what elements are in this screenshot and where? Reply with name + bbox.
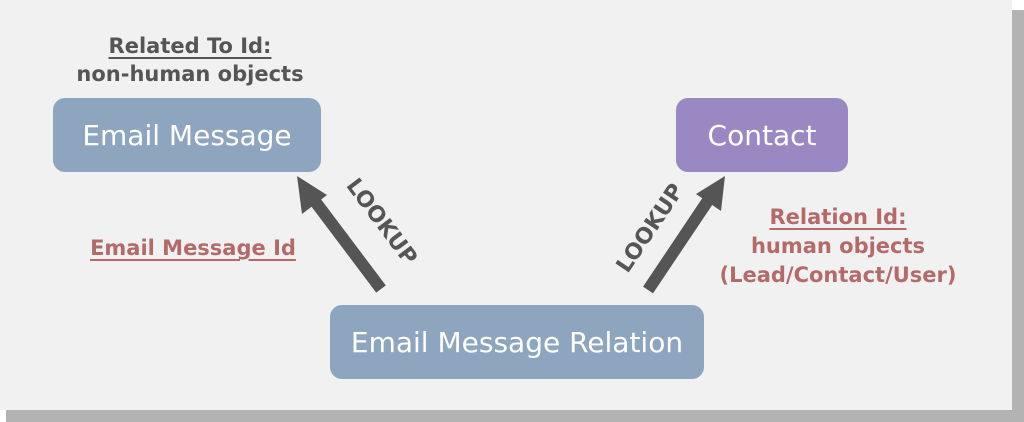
relation-id-line2: human objects xyxy=(750,234,926,258)
relation-id-line3: (Lead/Contact/User) xyxy=(719,263,957,287)
email-message-label: Email Message xyxy=(82,118,292,152)
email-message-relation-box: Email Message Relation xyxy=(330,305,704,379)
email-message-relation-label: Email Message Relation xyxy=(350,325,684,359)
arrow-left-shaft xyxy=(306,192,386,293)
arrow-left-head xyxy=(297,176,327,214)
contact-box: Contact xyxy=(676,98,848,172)
related-to-id-title: Related To Id: xyxy=(108,34,272,58)
email-message-box: Email Message xyxy=(53,98,321,172)
email-message-id-label: Email Message Id xyxy=(90,236,296,260)
arrow-right-shaft xyxy=(643,192,716,294)
relation-id-title: Relation Id: xyxy=(769,205,907,229)
related-to-id-annotation: Related To Id: non-human objects xyxy=(40,32,340,88)
related-to-id-subtitle: non-human objects xyxy=(76,62,304,86)
contact-label: Contact xyxy=(707,118,817,152)
arrow-right-head xyxy=(696,176,725,211)
arrow-right-label: LOOKUP xyxy=(612,179,689,277)
relation-id-annotation: Relation Id: human objects (Lead/Contact… xyxy=(688,203,988,290)
lookup-arrow-left: LOOKUP xyxy=(297,174,422,293)
